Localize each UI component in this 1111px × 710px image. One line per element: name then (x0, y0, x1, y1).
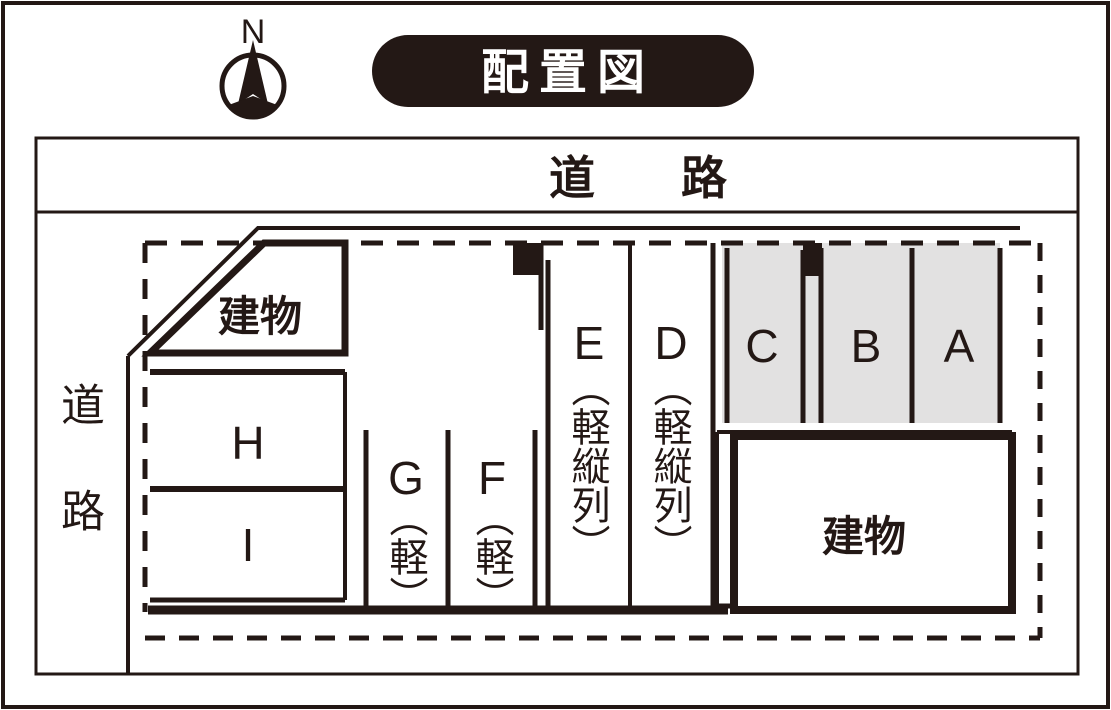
stall-label-B: B (851, 320, 882, 372)
stall-label-G: G (388, 452, 424, 504)
shaded-stall-band (722, 243, 1000, 423)
compass-rose: N (219, 13, 287, 120)
stall-label-D: D (654, 317, 687, 369)
site-frame (34, 136, 1080, 676)
black-post-marker-1-head (513, 243, 543, 275)
building-label-lower-right: 建物 (822, 513, 907, 560)
stall-note-F: （軽） (470, 498, 513, 615)
title-pill-shape (372, 35, 754, 107)
stall-label-F: F (478, 452, 506, 504)
compass-south-wing-icon (226, 96, 280, 119)
page-title: 配置図 (481, 47, 655, 100)
road-label-top: 道 路 (549, 152, 747, 204)
building-label-upper-left: 建物 (218, 293, 303, 340)
stall-label-E: E (574, 317, 605, 369)
building-lower-right-outline (730, 432, 1016, 614)
black-post-marker-2 (803, 243, 822, 276)
stall-note-G: （軽） (384, 498, 427, 615)
title-pill: 配置図 (372, 35, 754, 107)
stall-label-C: C (745, 320, 778, 372)
building-upper-left-outline (141, 239, 349, 357)
black-post-marker-2-head (803, 243, 822, 276)
stall-label-H: H (231, 417, 264, 469)
site-boundary-northwest (126, 226, 1020, 358)
stall-note-D: （軽縦列） (648, 368, 691, 563)
road-label-left: 道路 (54, 382, 103, 594)
stall-label-A: A (944, 320, 975, 372)
black-post-marker-1 (513, 243, 544, 330)
stall-note-E: （軽縦列） (566, 368, 609, 563)
stall-label-I: I (242, 519, 255, 571)
compass-north-arrow-icon (238, 40, 268, 104)
